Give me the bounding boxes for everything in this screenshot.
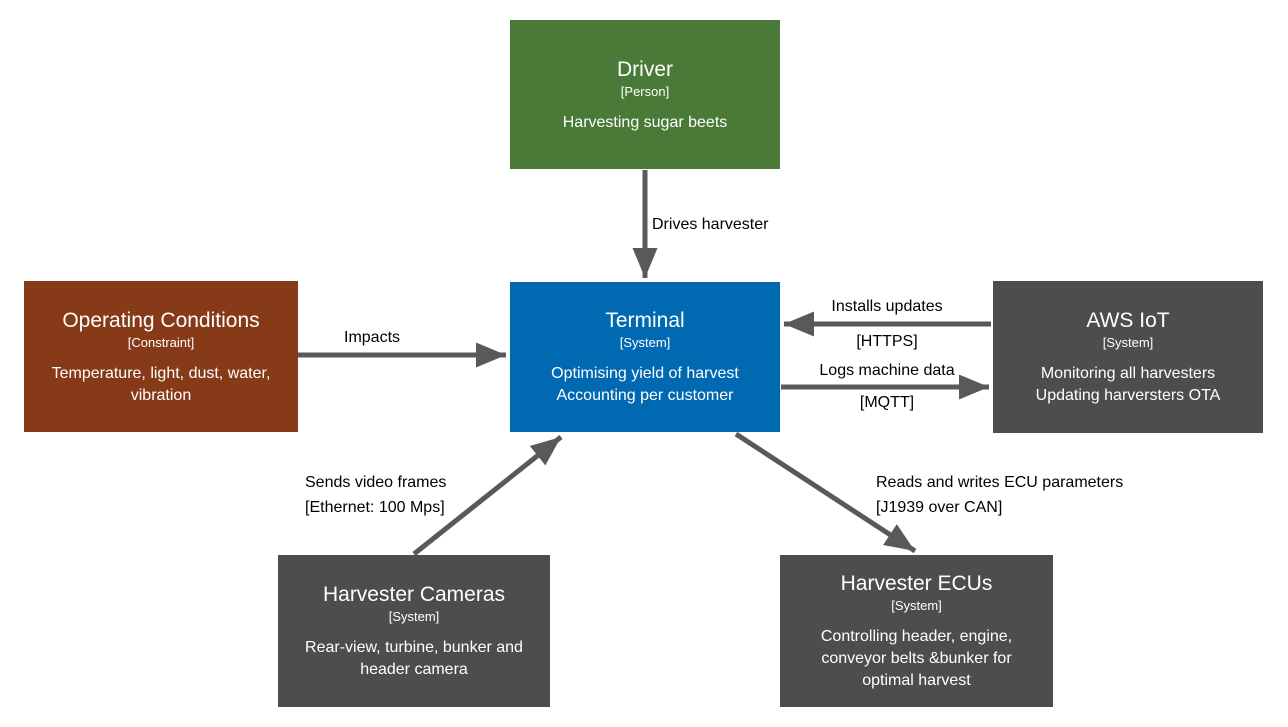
aws-iot-box: AWS IoT [System] Monitoring all harveste…: [993, 281, 1263, 433]
driver-description: Harvesting sugar beets: [562, 113, 728, 131]
driver-title: Driver: [617, 57, 673, 81]
edge-label-drives-harvester: Drives harvester: [652, 216, 769, 233]
edge-label-installs-updates: Installs updates: [831, 298, 943, 315]
aws-iot-title: AWS IoT: [1086, 309, 1170, 332]
aws-iot-type-label: [System]: [1102, 335, 1154, 350]
edge-label-https-protocol: [HTTPS]: [856, 333, 918, 350]
edge-label-impacts: Impacts: [344, 329, 401, 346]
driver-box: Driver [Person] Harvesting sugar beets: [510, 20, 780, 169]
harvester-cameras-box: Harvester Cameras [System] Rear-view, tu…: [278, 555, 550, 707]
terminal-type-label: [System]: [619, 335, 671, 350]
operating-conditions-type-label: [Constraint]: [127, 334, 195, 350]
edge-label-logs-machine-data: Logs machine data: [819, 362, 955, 379]
edge-label-reads-writes-ecu-parameters: Reads and writes ECU parameters [J1939 o…: [876, 470, 1123, 520]
terminal-title: Terminal: [605, 309, 685, 332]
edge-label-mqtt-protocol: [MQTT]: [859, 394, 915, 411]
arrow-cameras-to-terminal: [412, 435, 563, 556]
operating-conditions-box: Operating Conditions [Constraint] Temper…: [24, 281, 298, 432]
harvester-cameras-type-label: [System]: [388, 609, 440, 624]
edge-label-ethernet-protocol: [Ethernet: 100 Mps]: [305, 499, 445, 516]
operating-conditions-description: Temperature, light, dust, water, vibrati…: [51, 364, 271, 404]
driver-type-label: [Person]: [620, 83, 670, 99]
terminal-description: Optimising yield of harvest Accounting p…: [551, 365, 739, 404]
edge-label-sends-video-frames-text: Sends video frames: [305, 474, 447, 491]
arrow-terminal-to-ecus: [734, 431, 917, 554]
operating-conditions-title: Operating Conditions: [62, 308, 260, 332]
harvester-ecus-title: Harvester ECUs: [840, 572, 993, 595]
harvester-ecus-description: Controlling header, engine, conveyor bel…: [820, 628, 1013, 689]
harvester-cameras-description: Rear-view, turbine, bunker and header ca…: [305, 639, 523, 678]
terminal-box: Terminal [System] Optimising yield of ha…: [510, 282, 780, 432]
harvester-ecus-type-label: [System]: [891, 598, 942, 613]
harvester-ecus-box: Harvester ECUs [System] Controlling head…: [780, 555, 1053, 707]
harvester-cameras-title: Harvester Cameras: [322, 583, 506, 606]
edge-label-reads-writes-ecu-parameters-text: Reads and writes ECU parameters: [876, 474, 1124, 491]
aws-iot-description: Monitoring all harvesters Updating harve…: [1035, 365, 1221, 404]
edge-label-j1939-protocol: [J1939 over CAN]: [876, 499, 1003, 516]
edge-label-sends-video-frames: Sends video frames [Ethernet: 100 Mps]: [305, 470, 446, 520]
